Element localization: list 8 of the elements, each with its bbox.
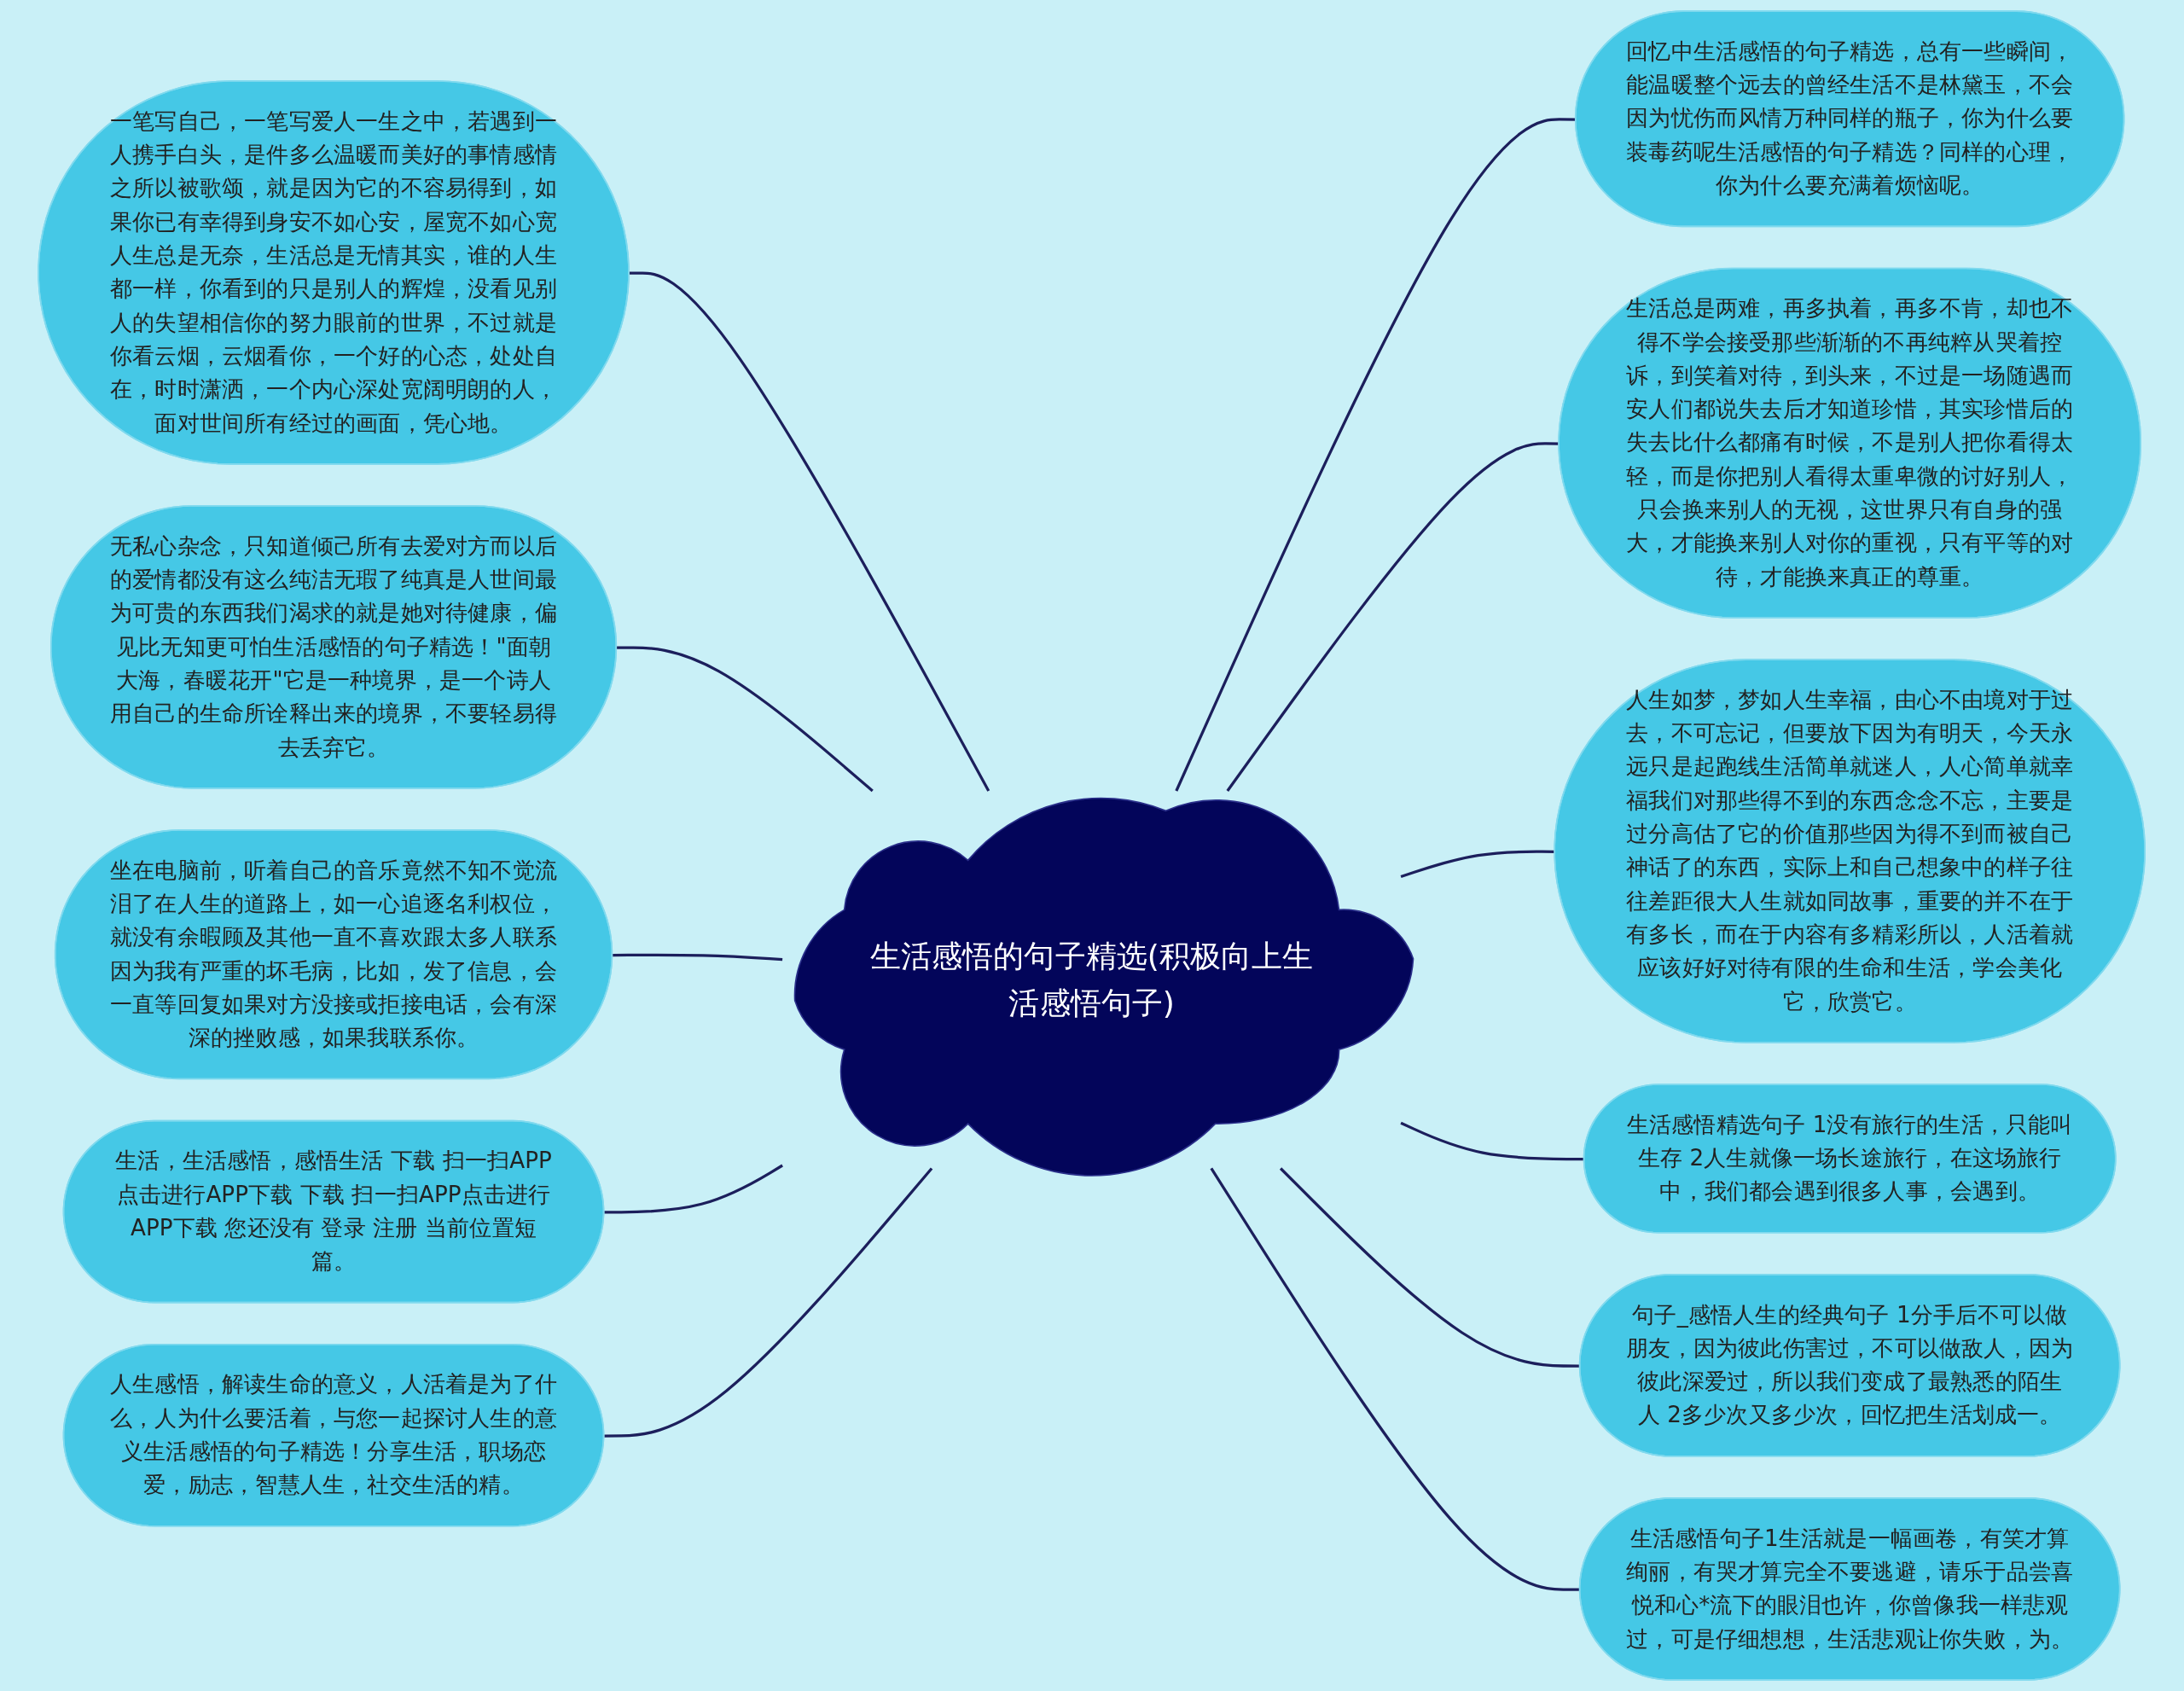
connector [1280,1167,1581,1368]
connector [617,646,874,793]
connector [1175,118,1577,792]
connector [604,1167,933,1438]
connector [630,271,990,792]
connector [613,953,783,962]
connector [1210,1167,1581,1591]
connector [604,1164,784,1214]
